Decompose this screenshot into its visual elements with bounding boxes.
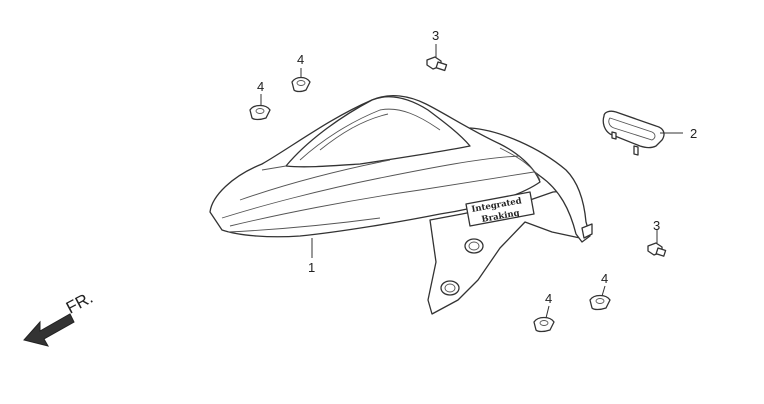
callout-2: 2 [690,126,697,141]
bolt-right [647,242,667,257]
front-fender: Integrated Braking [209,94,593,315]
callout-3-top: 3 [432,28,439,43]
callout-4-a: 4 [297,52,304,67]
leader-lines [260,44,683,319]
clip-nut-c [589,294,611,311]
callout-4-d: 4 [545,291,552,306]
bolt-top [426,56,448,72]
callout-4-b: 4 [257,79,264,94]
front-direction-indicator: FR. [23,288,96,347]
callout-3-right: 3 [653,218,660,233]
clip-nut-b [249,104,271,121]
clip-nut-d [533,316,555,333]
reflector [602,110,665,156]
front-arrow-icon [23,313,75,347]
callout-1: 1 [308,260,315,275]
clip-nut-a [291,76,311,93]
callout-4-c: 4 [601,271,608,286]
callouts: 1 2 3 3 4 4 4 4 [257,28,697,306]
direction-label: FR. [63,288,96,318]
